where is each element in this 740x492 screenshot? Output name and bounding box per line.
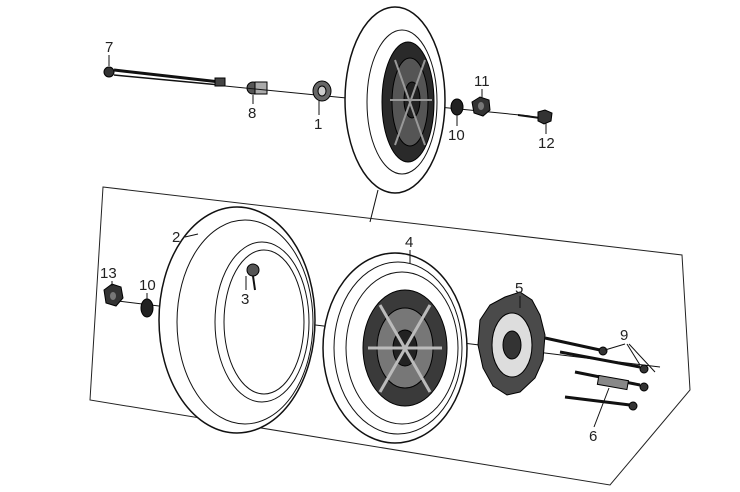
callout-8: 8 — [248, 105, 256, 122]
callout-9: 9 — [620, 327, 628, 344]
lock-plate — [596, 374, 630, 391]
callout-10-upper: 10 — [448, 127, 465, 144]
upper-assembly — [103, 6, 553, 194]
small-bolt — [517, 109, 553, 125]
upper-washer — [450, 98, 464, 116]
tire — [158, 206, 316, 434]
callout-3: 3 — [241, 291, 249, 308]
axle-bolt — [103, 66, 226, 87]
callout-1: 1 — [314, 116, 322, 133]
upper-wheel — [344, 6, 446, 194]
callouts: 7 8 1 10 11 12 2 3 4 5 13 10 9 6 — [100, 39, 656, 445]
callout-13: 13 — [100, 265, 117, 282]
lower-nut — [103, 283, 124, 307]
callout-2: 2 — [172, 229, 180, 246]
bearing — [312, 80, 332, 102]
spacer — [246, 81, 268, 95]
valve — [246, 263, 260, 291]
callout-7: 7 — [105, 39, 113, 56]
callout-4: 4 — [405, 234, 413, 251]
rim — [322, 252, 468, 444]
callout-12: 12 — [538, 135, 555, 152]
disc-bolts — [544, 336, 649, 411]
callout-11: 11 — [474, 73, 490, 90]
exploded-panel — [89, 186, 691, 486]
callout-6: 6 — [589, 428, 597, 445]
lower-washer — [140, 298, 154, 318]
upper-nut — [471, 96, 491, 117]
brake-disc — [477, 291, 546, 396]
callout-10-lower: 10 — [139, 277, 156, 294]
callout-5: 5 — [515, 280, 523, 297]
